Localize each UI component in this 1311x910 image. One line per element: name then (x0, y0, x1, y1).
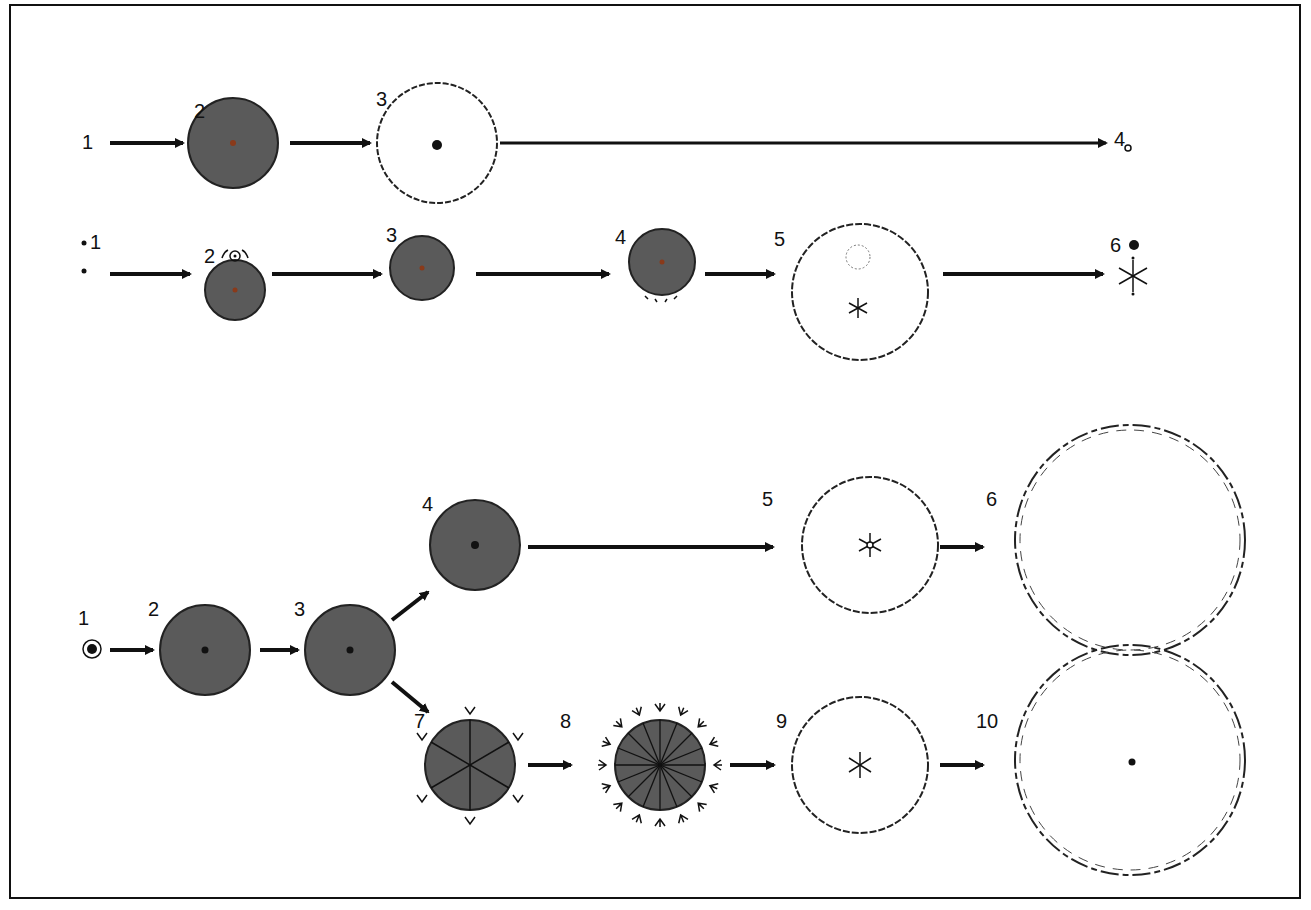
stage-number: 3 (294, 598, 305, 620)
stage-number: 5 (762, 488, 773, 510)
stage-number: 6 (986, 488, 997, 510)
stage-number: 3 (386, 224, 397, 246)
star-figures (82, 83, 1246, 875)
stage-number: 1 (82, 131, 93, 153)
stage-number: 2 (194, 100, 205, 122)
stage-number: 4 (615, 226, 626, 248)
stage-number: 3 (376, 88, 387, 110)
stage-number: 1 (90, 231, 101, 253)
stage-number: 5 (774, 228, 785, 250)
stage-number: 4 (422, 493, 433, 515)
stage-number: 9 (776, 710, 787, 732)
stage-number: 6 (1110, 234, 1121, 256)
stage-number: 10 (976, 710, 998, 732)
flow-arrows (110, 143, 1106, 765)
stage-number: 2 (148, 598, 159, 620)
stage-number: 7 (414, 710, 425, 732)
stage-number: 4 (1114, 128, 1125, 150)
stage-number: 1 (78, 607, 89, 629)
stage-number: 8 (560, 710, 571, 732)
stage-number: 2 (204, 245, 215, 267)
frame (10, 5, 1300, 898)
